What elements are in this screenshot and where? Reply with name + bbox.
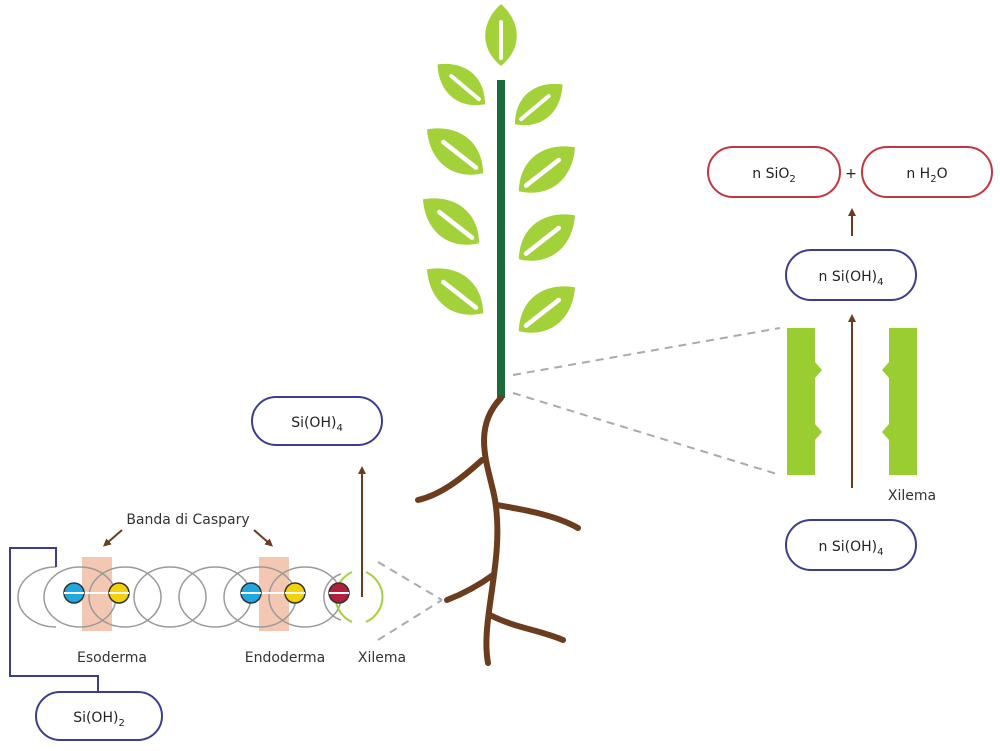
leaf-icon bbox=[427, 268, 484, 315]
pill-formula: n Si(OH) bbox=[819, 269, 878, 285]
pill-si-oh4-root: Si(OH)4 bbox=[251, 396, 383, 446]
transporter-dot bbox=[63, 582, 85, 604]
casparian-band-label: Banda di Caspary bbox=[126, 512, 249, 528]
uptake-connector bbox=[9, 547, 99, 692]
pill-formula: n H bbox=[906, 166, 930, 182]
pill-formula: n SiO bbox=[752, 166, 789, 182]
pill-si-oh2: Si(OH)2 bbox=[35, 691, 163, 741]
leaf-icon bbox=[518, 146, 575, 193]
xylem-stem-label: Xilema bbox=[888, 488, 936, 504]
leaf-icon bbox=[515, 83, 563, 126]
stem-icon bbox=[497, 80, 505, 398]
pill-n-si-oh4-bottom: n Si(OH)4 bbox=[785, 519, 917, 571]
leaf-icon bbox=[437, 63, 485, 106]
leaf-icon bbox=[518, 286, 575, 333]
xylem-root-label: Xilema bbox=[358, 650, 406, 666]
pill-formula: Si(OH) bbox=[73, 710, 118, 726]
pill-subscript: 2 bbox=[930, 174, 936, 185]
arrow-diagonal-icon bbox=[102, 529, 123, 547]
transporter-dot bbox=[284, 582, 306, 604]
pill-formula-suffix: O bbox=[937, 166, 948, 182]
zoom-lines bbox=[377, 327, 781, 641]
svg-text:n Si(OH)4: n Si(OH)4 bbox=[819, 539, 884, 558]
pill-n-h2o: n H2O bbox=[861, 146, 993, 198]
root-icon bbox=[415, 395, 581, 666]
svg-text:n H2O: n H2O bbox=[906, 166, 947, 185]
pill-n-si-oh4-top: n Si(OH)4 bbox=[785, 249, 917, 301]
leaf-icon bbox=[485, 4, 517, 66]
pill-n-sio2: n SiO2 bbox=[707, 146, 841, 198]
svg-text:Si(OH)4: Si(OH)4 bbox=[291, 415, 343, 434]
pill-subscript: 4 bbox=[877, 277, 883, 288]
svg-text:Si(OH)2: Si(OH)2 bbox=[73, 710, 125, 729]
leaf-icon bbox=[423, 198, 480, 245]
leaves-group bbox=[423, 4, 575, 333]
arrow-diagonal-icon bbox=[253, 529, 274, 547]
transporter-dot bbox=[108, 582, 130, 604]
pill-subscript: 4 bbox=[336, 423, 342, 434]
svg-text:n Si(OH)4: n Si(OH)4 bbox=[819, 269, 884, 288]
endodermis-label: Endoderma bbox=[245, 650, 325, 666]
pill-formula: n Si(OH) bbox=[819, 539, 878, 555]
transporter-dot bbox=[328, 582, 350, 604]
leaf-icon bbox=[518, 214, 575, 261]
pill-formula: Si(OH) bbox=[291, 415, 336, 431]
exodermis-label: Esoderma bbox=[77, 650, 147, 666]
xylem-stem-walls bbox=[787, 328, 917, 475]
svg-text:n SiO2: n SiO2 bbox=[752, 166, 796, 185]
leaf-icon bbox=[427, 128, 484, 175]
pill-subscript: 2 bbox=[789, 174, 795, 185]
transporter-dot bbox=[240, 582, 262, 604]
pill-subscript: 2 bbox=[118, 718, 124, 729]
root-cross-section bbox=[17, 557, 384, 631]
plus-sign: + bbox=[845, 166, 857, 182]
pill-subscript: 4 bbox=[877, 547, 883, 558]
